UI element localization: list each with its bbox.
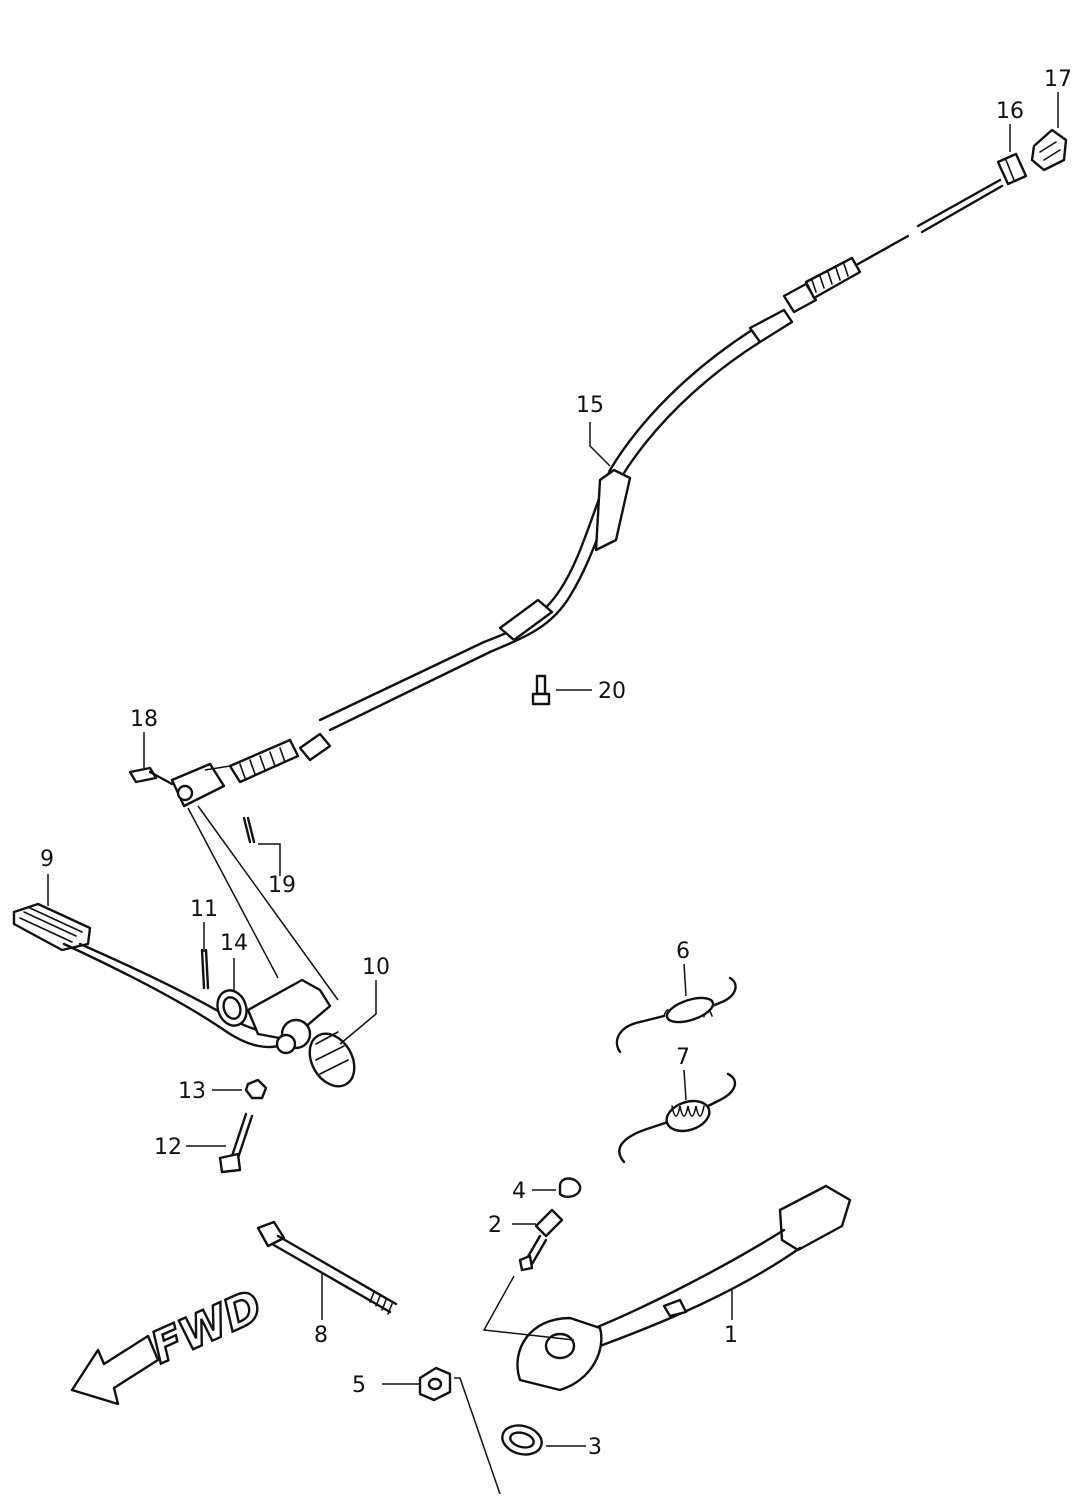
- stand-washer: [501, 1424, 543, 1456]
- callout-19: 19: [268, 873, 296, 898]
- stand-nut: [418, 1366, 452, 1402]
- callout-15: 15: [576, 393, 604, 418]
- callout-18: 18: [130, 707, 158, 732]
- pivot-bush: [308, 1031, 356, 1088]
- clevis-pin: [128, 766, 174, 786]
- callout-6: 6: [676, 939, 690, 964]
- alignment-line: [482, 1275, 575, 1341]
- pedal-nut: [244, 1078, 268, 1100]
- pedal-bolt: [218, 1112, 254, 1174]
- callout-5: 5: [352, 1373, 366, 1398]
- cable-clamp-bolt: [531, 674, 551, 706]
- side-stand: [516, 1184, 852, 1392]
- callout-4: 4: [512, 1179, 526, 1204]
- callout-2: 2: [488, 1213, 502, 1238]
- callout-8: 8: [314, 1323, 328, 1348]
- brake-cable: [170, 178, 1004, 808]
- callout-1: 1: [724, 1323, 738, 1348]
- callout-20: 20: [598, 679, 626, 704]
- adjuster-nut: [996, 152, 1028, 186]
- cotter-pin: [242, 816, 256, 844]
- brake-pedal: [12, 902, 332, 1055]
- callout-17: 17: [1044, 67, 1072, 92]
- return-spring-upper: [615, 976, 737, 1054]
- pedal-cotter-pin: [200, 948, 210, 990]
- callout-7: 7: [676, 1045, 690, 1070]
- callout-labels: 1 2 3 4 5 6 7 8 9 10 11 12 13 14 15 16 1…: [40, 67, 1072, 1460]
- pedal-washer: [216, 989, 248, 1027]
- stand-pivot-bolt: [256, 1220, 398, 1315]
- callout-14: 14: [220, 931, 248, 956]
- alignment-line: [454, 1377, 501, 1495]
- callout-10: 10: [362, 955, 390, 980]
- stand-cap: [558, 1177, 582, 1198]
- alignment-line: [197, 805, 339, 1001]
- forward-direction-arrow: FWD: [70, 1279, 271, 1406]
- leader-lines: [47, 92, 1059, 1447]
- callout-3: 3: [588, 1435, 602, 1460]
- spring-hook-bolt: [518, 1208, 564, 1272]
- cable-end-cap: [1030, 128, 1068, 172]
- fwd-label: FWD: [144, 1281, 270, 1374]
- callout-9: 9: [40, 847, 54, 872]
- callout-13: 13: [178, 1079, 206, 1104]
- callout-11: 11: [190, 897, 218, 922]
- callout-12: 12: [154, 1135, 182, 1160]
- callout-16: 16: [996, 99, 1024, 124]
- alignment-line: [187, 807, 279, 979]
- return-spring-lower: [618, 1072, 737, 1164]
